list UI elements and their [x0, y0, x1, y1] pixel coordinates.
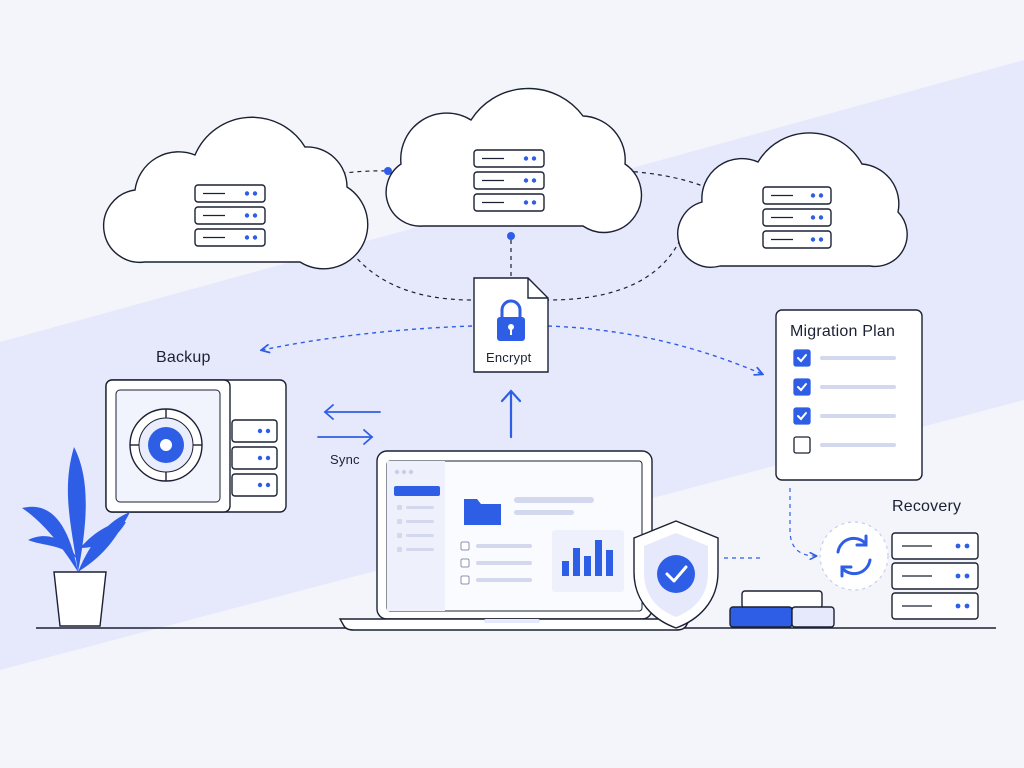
check-icon	[797, 354, 807, 363]
task-text-placeholder	[820, 414, 896, 418]
folder-icon[interactable]	[464, 499, 501, 525]
recovery-label: Recovery	[892, 498, 962, 515]
padlock-icon	[497, 299, 525, 341]
recovery-group[interactable]	[819, 521, 979, 620]
checkbox-list	[460, 541, 532, 585]
checkbox-checked[interactable]	[793, 407, 811, 425]
sidebar-item-active[interactable]	[394, 486, 440, 496]
backup-label: Backup	[156, 349, 211, 366]
connector-cloud-left-to-center	[317, 170, 389, 179]
laptop-trackpad-notch	[484, 619, 540, 623]
cloud-right[interactable]	[677, 132, 908, 268]
cloud-left[interactable]	[103, 116, 369, 270]
server-rack-icon	[762, 186, 832, 249]
connector-dot	[507, 232, 515, 240]
connector-dot	[384, 167, 392, 175]
document-fold	[527, 278, 548, 299]
window-controls	[394, 469, 414, 475]
checklist-icon	[793, 349, 896, 454]
upload-arrow	[500, 389, 522, 439]
laptop-icon[interactable]	[338, 450, 692, 631]
plan-task-row[interactable]	[793, 349, 896, 367]
connector-left-to-encrypt	[342, 239, 473, 301]
checkbox-unchecked[interactable]	[793, 436, 811, 454]
task-text-placeholder	[820, 443, 896, 447]
task-text-placeholder	[820, 385, 896, 389]
plan-task-row[interactable]	[793, 407, 896, 425]
plant-pot	[53, 571, 107, 627]
task-text-placeholder	[820, 356, 896, 360]
sidebar-items	[397, 505, 434, 552]
laptop-base	[338, 618, 692, 631]
connector-right-to-encrypt	[547, 239, 681, 301]
server-rack-icon	[231, 419, 278, 497]
shield-check-icon[interactable]	[633, 520, 719, 629]
plan-task-row[interactable]	[793, 436, 896, 454]
safe-dial-icon	[129, 408, 203, 482]
server-rack-icon	[194, 184, 266, 247]
migration-plan-card[interactable]	[775, 309, 923, 481]
blue-dashed-arrows	[262, 325, 762, 374]
arrow-encrypt-to-plan	[547, 325, 762, 374]
checkbox-checked[interactable]	[793, 349, 811, 367]
file-text-lines	[514, 497, 594, 515]
sync-label: Sync	[330, 452, 360, 467]
storage-blocks	[729, 590, 835, 628]
encrypt-label: Encrypt	[486, 350, 532, 365]
check-icon	[797, 383, 807, 392]
check-icon	[797, 412, 807, 421]
server-rack-icon	[891, 532, 979, 620]
sync-arrows-icon	[317, 404, 381, 445]
connector-plan-to-recovery	[789, 488, 816, 556]
backup-safe[interactable]	[105, 379, 287, 513]
encrypt-document[interactable]	[473, 277, 549, 373]
plan-task-row[interactable]	[793, 378, 896, 396]
migration-plan-title: Migration Plan	[790, 323, 896, 340]
arrow-encrypt-to-backup	[262, 325, 473, 350]
server-rack-icon	[473, 149, 545, 212]
refresh-icon-ring	[819, 521, 889, 591]
bar-chart-icon	[562, 540, 613, 576]
checkbox-checked[interactable]	[793, 378, 811, 396]
refresh-icon	[836, 534, 872, 578]
cloud-center[interactable]	[385, 87, 643, 234]
plant-icon	[22, 447, 130, 627]
